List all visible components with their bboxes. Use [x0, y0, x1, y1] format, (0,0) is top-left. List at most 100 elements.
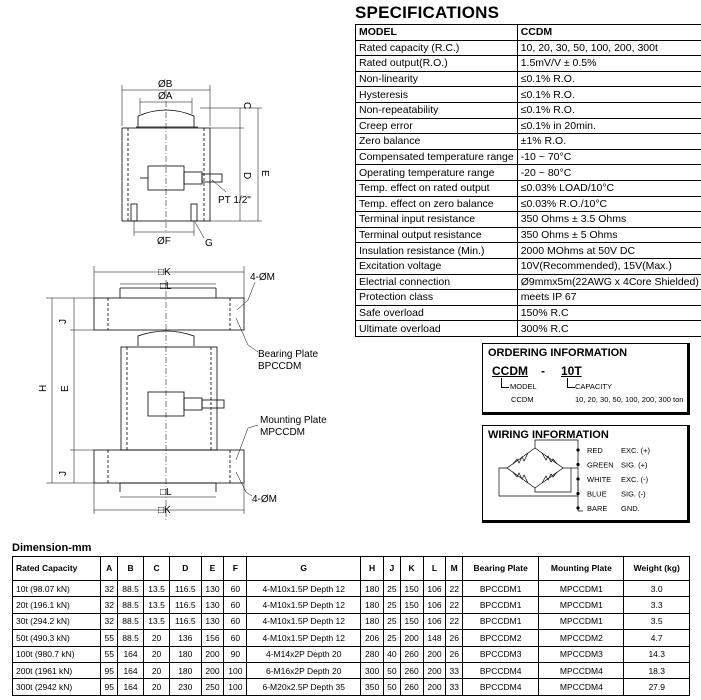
- table-cell: 20: [143, 661, 171, 680]
- dimension-header-cell: H: [360, 556, 385, 581]
- spec-value: ≤0.03% LOAD/10°C: [516, 179, 701, 197]
- ordering-capacity-code: 10T: [561, 364, 582, 378]
- ordering-model-code: CCDM: [492, 364, 528, 378]
- spec-value: 350 Ohms ± 3.5 Ohms: [516, 211, 701, 228]
- label-j-top: J: [58, 319, 69, 324]
- spec-key: Rated capacity (R.C.): [355, 39, 518, 57]
- loadcell-front-view: [121, 85, 262, 239]
- spec-key: Temp. effect on rated output: [355, 179, 518, 197]
- spec-value: 150% R.C: [516, 304, 701, 322]
- table-cell: 50t (490.3 kN): [11, 629, 102, 647]
- wire-color: GREEN: [587, 461, 614, 470]
- spec-value: 300% R.C: [516, 320, 701, 337]
- technical-drawing: ØB ØA C D E PT 1/2" ØF G: [0, 0, 350, 535]
- table-cell: 32: [100, 596, 119, 614]
- spec-key: Terminal output resistance: [355, 226, 518, 244]
- spec-value: ≤0.1% R.O.: [516, 86, 701, 103]
- table-cell: MPCCDM4: [538, 678, 625, 696]
- table-cell: 88.5: [117, 629, 145, 647]
- table-cell: 4-M10x1.5P Depth 12: [246, 596, 362, 614]
- dimension-header-cell: F: [223, 556, 248, 581]
- spec-key: Temp. effect on zero balance: [355, 195, 518, 213]
- ordering-title: ORDERING INFORMATION: [488, 347, 628, 359]
- table-cell: 26: [445, 629, 463, 647]
- table-cell: 88.5: [117, 596, 145, 614]
- dimension-header-cell: J: [383, 556, 401, 581]
- spec-value: ≤0.1% R.O.: [516, 70, 701, 88]
- table-cell: 200: [399, 629, 424, 647]
- table-cell: 150: [399, 596, 424, 614]
- table-cell: BPCCDM1: [461, 596, 540, 614]
- label-m-top: 4-ØM: [250, 272, 275, 283]
- dimension-header-cell: G: [246, 556, 362, 581]
- table-cell: 6-M16x2P Depth 20: [246, 661, 362, 680]
- dimension-header-cell: D: [169, 556, 202, 581]
- spec-key: Safe overload: [355, 304, 518, 322]
- spec-key: Compensated temperature range: [355, 148, 518, 166]
- table-cell: 300: [360, 661, 385, 680]
- table-cell: 136: [169, 629, 202, 647]
- table-cell: 20: [143, 645, 171, 663]
- table-cell: 180: [360, 579, 385, 598]
- spec-row: Non-linearity≤0.1% R.O.: [355, 70, 701, 88]
- ordering-dash: -: [541, 364, 545, 378]
- spec-key: Excitation voltage: [355, 257, 518, 275]
- table-cell: 150: [399, 579, 424, 598]
- label-mounting-code: MPCCDM: [260, 427, 305, 438]
- assembly-side-view: [46, 266, 259, 520]
- wire-signal: SIG. (-): [621, 490, 646, 499]
- dimension-header-cell: Bearing Plate: [461, 556, 540, 581]
- table-cell: 95: [100, 678, 119, 696]
- wire-signal: SIG. (+): [621, 461, 648, 470]
- table-cell: 164: [117, 661, 145, 680]
- table-cell: 13.5: [143, 612, 171, 631]
- label-bearing-plate: Bearing Plate: [258, 349, 318, 360]
- table-cell: 14.3: [623, 645, 690, 663]
- table-cell: 32: [100, 612, 119, 631]
- table-cell: BPCCDM4: [461, 678, 540, 696]
- label-mounting-plate: Mounting Plate: [260, 415, 327, 426]
- spec-value: ≤0.1% R.O.: [516, 101, 701, 119]
- table-cell: 148: [422, 629, 447, 647]
- spec-key: Operating temperature range: [355, 164, 518, 181]
- table-cell: 180: [169, 661, 202, 680]
- spec-value: ≤0.03% R.O./10°C: [516, 195, 701, 213]
- table-cell: 25: [383, 596, 401, 614]
- table-cell: 106: [422, 579, 447, 598]
- table-cell: 4.7: [623, 629, 690, 647]
- spec-key: Hysteresis: [355, 86, 518, 103]
- table-cell: 180: [169, 645, 202, 663]
- table-cell: 350: [360, 678, 385, 696]
- table-cell: MPCCDM3: [538, 645, 625, 663]
- table-cell: MPCCDM1: [538, 596, 625, 614]
- table-cell: 20t (196.1 kN): [11, 596, 102, 614]
- table-cell: 260: [399, 661, 424, 680]
- table-cell: 13.5: [143, 596, 171, 614]
- table-cell: 200: [422, 678, 447, 696]
- table-cell: 164: [117, 678, 145, 696]
- table-cell: 60: [223, 596, 248, 614]
- spec-row: Insulation resistance (Min.)2000 MOhms a…: [355, 242, 701, 259]
- ordering-capacity-label: CAPACITY: [575, 382, 612, 391]
- table-cell: BPCCDM3: [461, 645, 540, 663]
- table-cell: 116.5: [169, 612, 202, 631]
- dimension-header-cell: Rated Capacity: [11, 556, 102, 581]
- table-cell: 206: [360, 629, 385, 647]
- table-cell: BPCCDM1: [461, 579, 540, 598]
- spec-value: ≤0.1% in 20min.: [516, 117, 701, 135]
- table-cell: 260: [399, 678, 424, 696]
- label-j-bottom: J: [58, 471, 69, 476]
- wire-terminal-dot: [576, 477, 580, 481]
- spec-row: Compensated temperature range-10 ~ 70°C: [355, 148, 701, 166]
- spec-row: Rated output(R.O.)1.5mV/V ± 0.5%: [355, 55, 701, 72]
- table-cell: 22: [445, 579, 463, 598]
- label-phi-b: ØB: [158, 79, 173, 90]
- label-c: C: [241, 102, 252, 109]
- label-bearing-code: BPCCDM: [258, 361, 301, 372]
